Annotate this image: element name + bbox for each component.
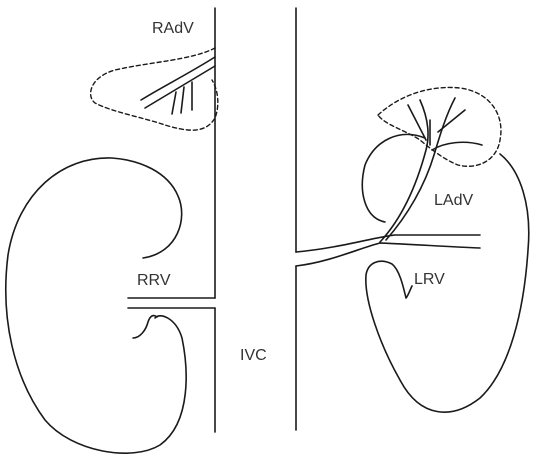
right-adrenal-gland-outline	[91, 48, 218, 130]
left-gonadal-loop	[362, 134, 425, 222]
left-adrenal-branch-lateral	[432, 142, 482, 150]
right-kidney-hilum-vein	[133, 316, 157, 338]
label-lrv: LRV	[414, 271, 445, 288]
right-adrenal-vein-lower-wall	[145, 66, 215, 108]
label-ladv: LAdV	[434, 192, 473, 209]
label-ivc: IVC	[240, 347, 267, 364]
left-adrenal-vein-left-wall	[380, 100, 428, 242]
left-kidney	[362, 134, 528, 412]
right-adrenal-tributary-3	[172, 92, 176, 114]
left-adrenal-gland-outline	[378, 87, 501, 166]
right-adrenal-tributary-2	[181, 87, 184, 113]
left-adrenal-tributary-right	[438, 110, 465, 132]
left-renal-vein	[296, 235, 480, 266]
right-adrenal	[91, 48, 218, 130]
label-rrv: RRV	[137, 272, 171, 289]
left-adrenal	[378, 87, 501, 242]
right-kidney-upper-outline	[6, 158, 186, 453]
right-kidney	[6, 158, 186, 453]
label-radv: RAdV	[152, 20, 194, 37]
inferior-vena-cava	[215, 8, 296, 432]
right-renal-vein	[128, 298, 215, 308]
